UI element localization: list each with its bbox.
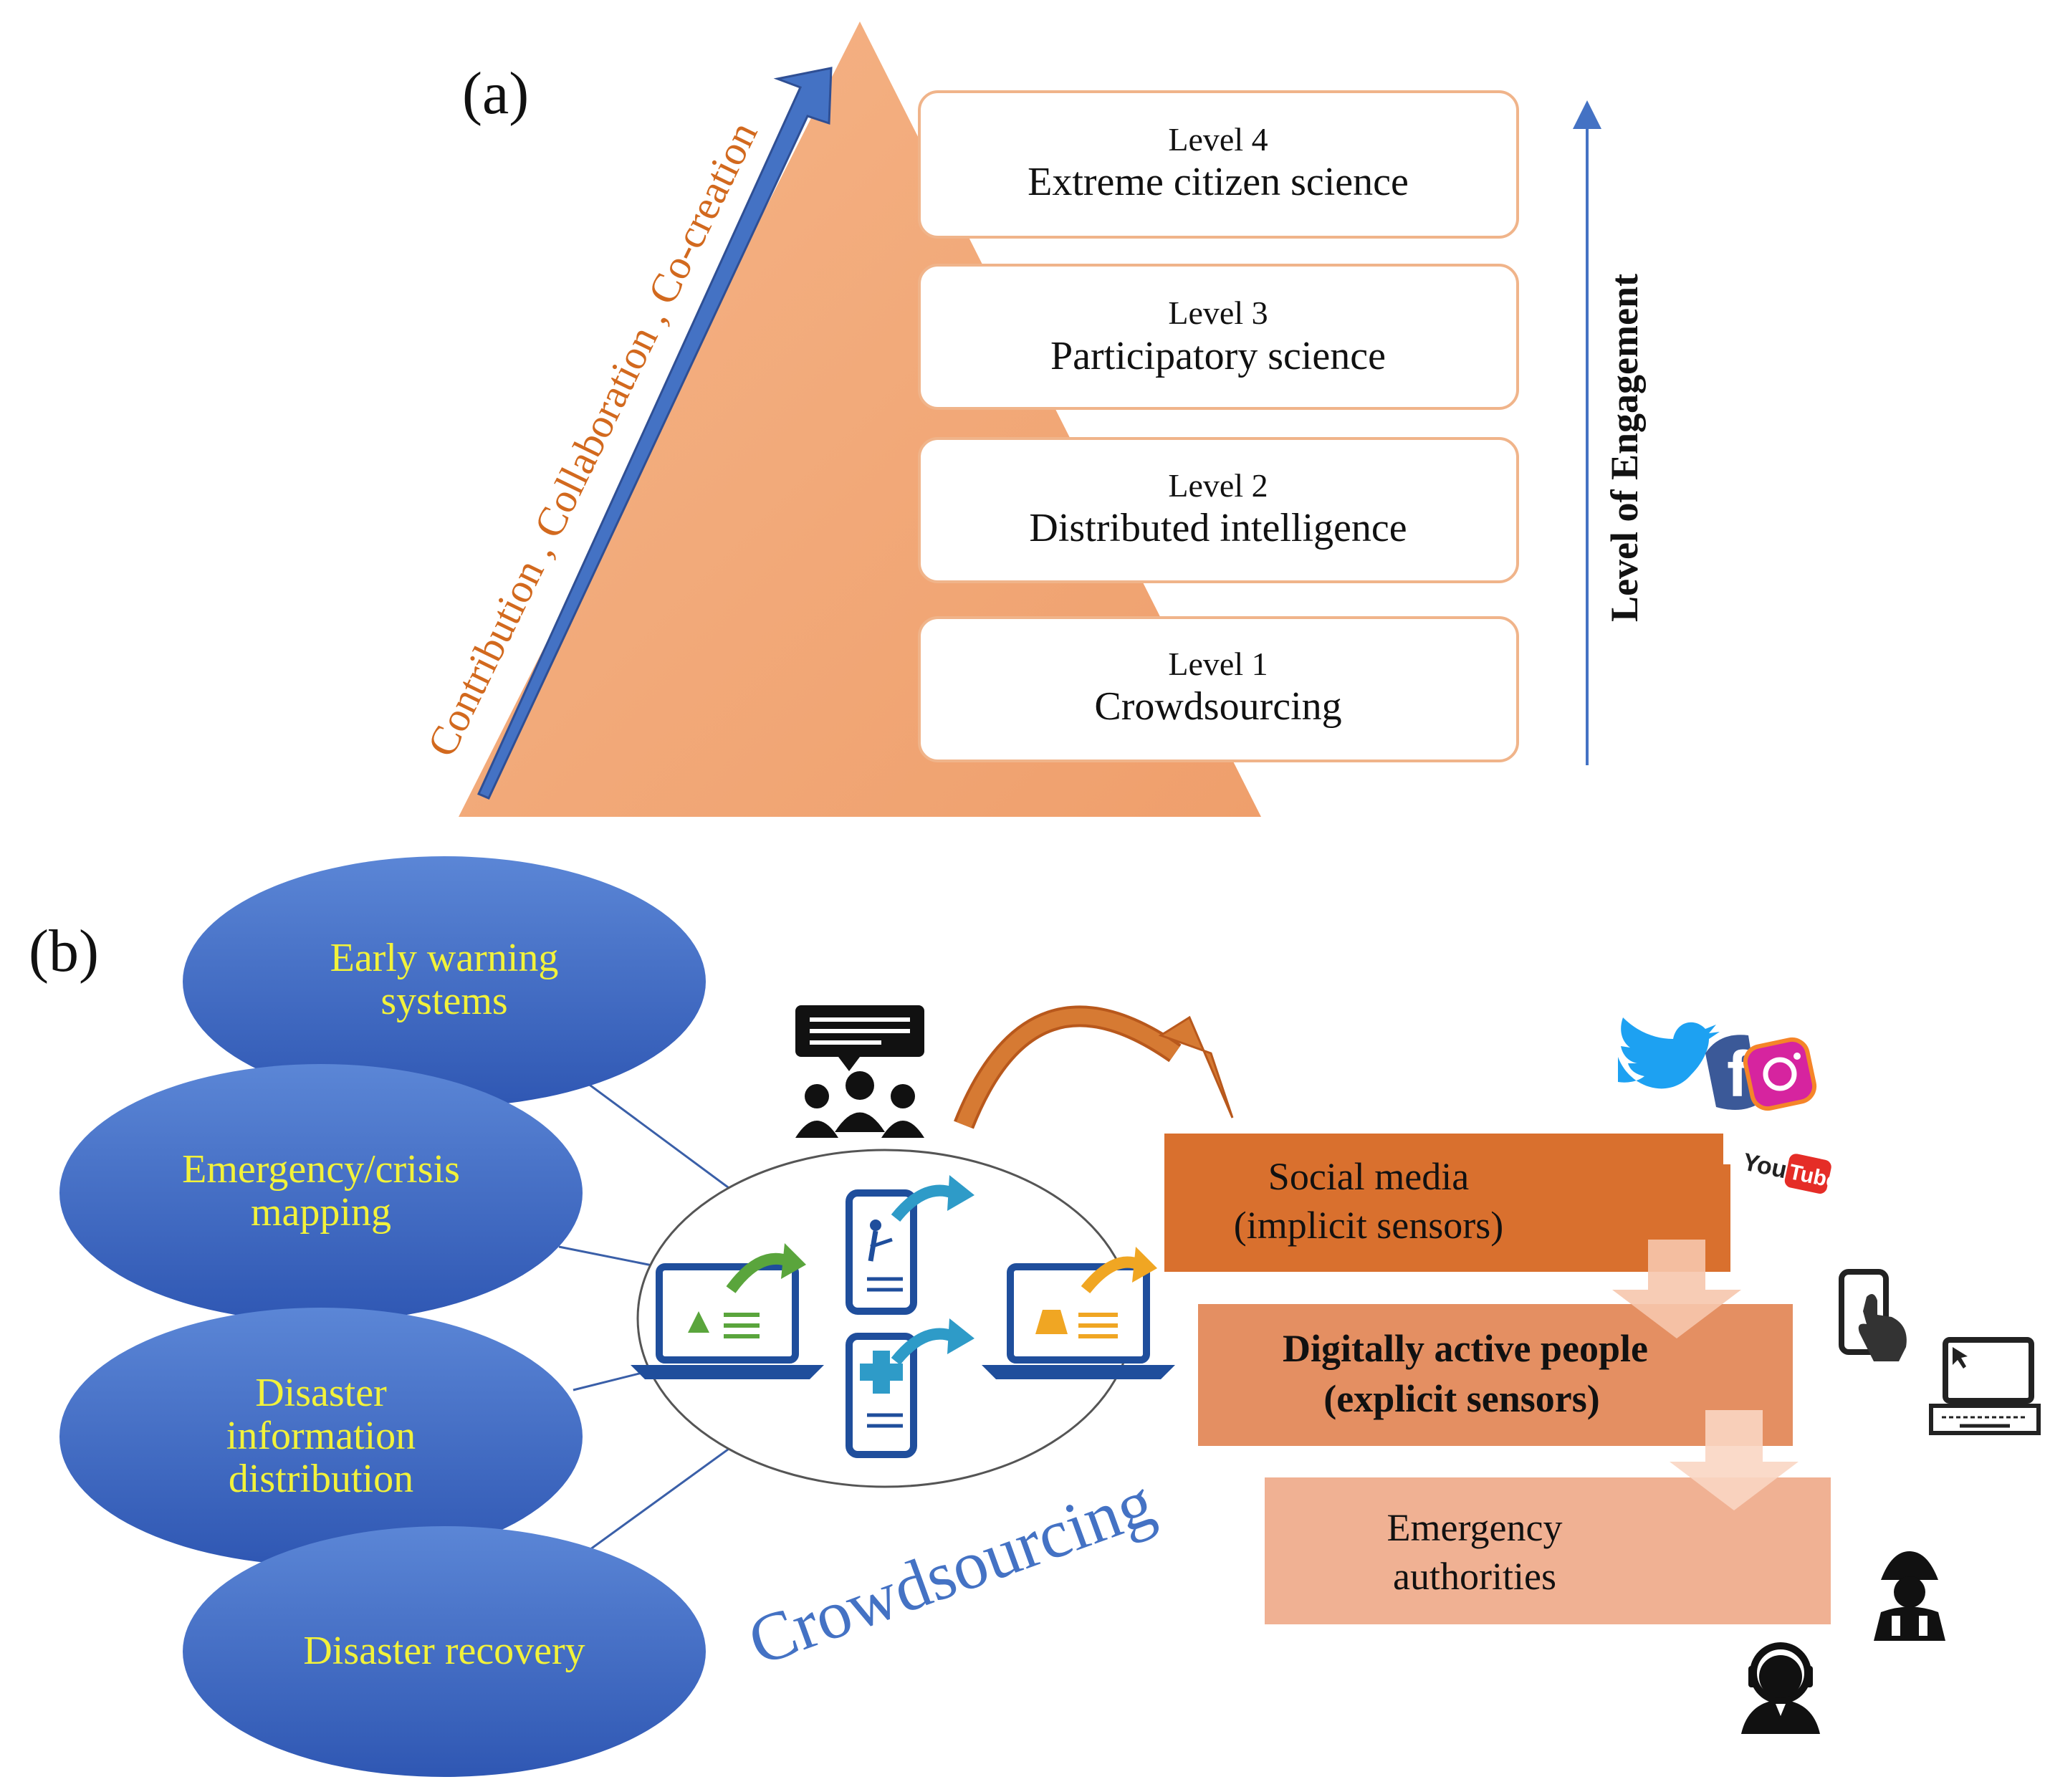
youtube-icon: You Tube (1740, 1148, 1841, 1194)
ellipse-recovery-line1: Disaster recovery (303, 1629, 585, 1673)
crowdsourcing-label: Crowdsourcing (739, 1463, 1164, 1680)
box-digital-people: Digitally active people (explicit sensor… (1198, 1304, 1793, 1446)
down-arrow-1 (1612, 1240, 1741, 1338)
box-authorities-line1: Emergency (1387, 1506, 1563, 1549)
diagonal-arrow (476, 67, 833, 800)
box-digital-line1: Digitally active people (1283, 1327, 1648, 1370)
ellipse-crisis-mapping: Emergency/crisis mapping (59, 1064, 583, 1322)
ellipse-crisis-mapping-line2: mapping (251, 1190, 391, 1235)
laptop-icon-right (982, 1247, 1175, 1379)
ellipse-early-warning-line2: systems (380, 979, 507, 1023)
box-social-media: Social media (implicit sensors) (1164, 1134, 1730, 1272)
laptop-icon (1929, 1337, 2041, 1435)
phone-icon-top (846, 1175, 974, 1315)
curved-arrow (954, 1005, 1234, 1129)
box-authorities-line2: authorities (1393, 1555, 1556, 1598)
ellipse-info-line3: distribution (229, 1457, 413, 1501)
ellipse-early-warning-line1: Early warning (330, 936, 559, 980)
youtube-you: You (1740, 1148, 1789, 1184)
engagement-label: Level of Engagement (1603, 274, 1646, 622)
ellipse-disaster-recovery: Disaster recovery (183, 1526, 706, 1777)
crowd-chat-icon (795, 1005, 924, 1138)
level-4-name: Extreme citizen science (1028, 160, 1409, 204)
box-authorities: Emergency authorities (1265, 1477, 1831, 1624)
level-box-1: Level 1 Crowdsourcing (918, 616, 1519, 762)
worker-icon (1874, 1551, 1945, 1641)
box-social-media-line1: Social media (1268, 1155, 1469, 1198)
level-3-number: Level 3 (1168, 294, 1268, 331)
instagram-icon (1743, 1037, 1817, 1111)
panel-b-label: (b) (29, 918, 99, 984)
operator-icon (1741, 1642, 1820, 1734)
level-4-number: Level 4 (1168, 121, 1268, 158)
phone-touch-icon (1839, 1269, 1907, 1361)
down-arrow-2 (1670, 1410, 1799, 1510)
level-2-name: Distributed intelligence (1029, 506, 1407, 550)
svg-text:f: f (1727, 1039, 1749, 1111)
level-box-3: Level 3 Participatory science (918, 264, 1519, 410)
ellipse-information-distribution: Disaster information distribution (59, 1308, 583, 1566)
phone-icon-bottom (846, 1318, 974, 1458)
laptop-icon-left (631, 1243, 824, 1379)
level-2-number: Level 2 (1168, 467, 1268, 504)
ellipse-info-line1: Disaster (255, 1371, 387, 1415)
level-3-name: Participatory science (1050, 334, 1386, 378)
level-box-2: Level 2 Distributed intelligence (918, 437, 1519, 583)
ellipse-early-warning: Early warning systems (183, 856, 706, 1107)
level-1-name: Crowdsourcing (1094, 684, 1341, 729)
ellipse-info-line2: information (226, 1414, 416, 1458)
box-digital-line2: (explicit sensors) (1323, 1377, 1599, 1420)
twitter-icon (1618, 1017, 1720, 1089)
ellipse-crisis-mapping-line1: Emergency/crisis (182, 1147, 460, 1192)
crowdsourcing-oval (631, 1149, 1175, 1488)
level-1-number: Level 1 (1168, 646, 1268, 682)
panel-a-label: (a) (462, 60, 529, 127)
box-social-media-line2: (implicit sensors) (1234, 1204, 1503, 1247)
level-box-4: Level 4 Extreme citizen science (918, 90, 1519, 239)
